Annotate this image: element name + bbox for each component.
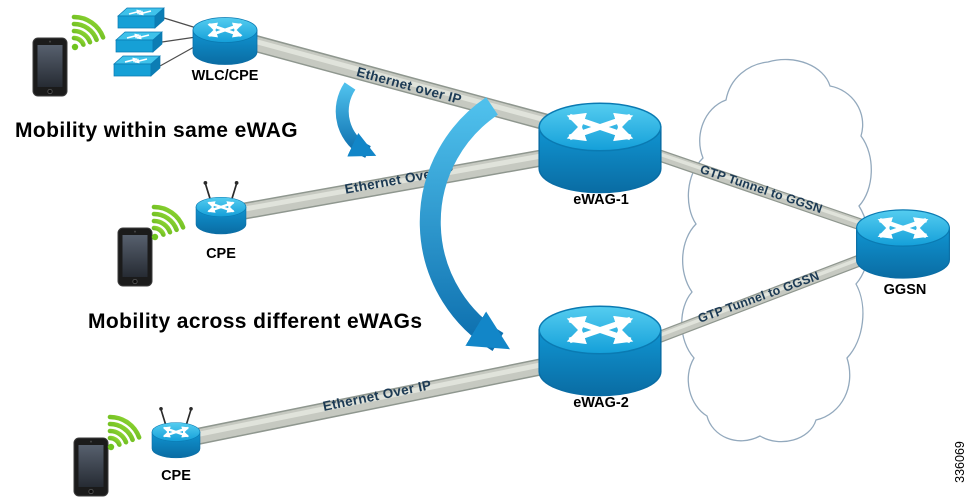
wifi-signal-icon <box>72 17 103 50</box>
link-gtp-tunnel-ewag1 <box>618 136 902 244</box>
wifi-signal-icon <box>108 417 139 450</box>
wlc-cpe-label: WLC/CPE <box>192 68 259 84</box>
link-ethernet-over-ip-bottom <box>188 351 577 447</box>
mobility-same-ewag-text: Mobility within same eWAG <box>15 119 298 142</box>
switch-icon <box>114 56 160 76</box>
tablet-icon <box>73 437 109 497</box>
link-ethernet-over-ip-top <box>247 33 578 139</box>
cpe-router-icon <box>152 423 200 458</box>
ggsn-router-icon <box>857 210 950 278</box>
wifi-signal-icon <box>152 207 183 240</box>
ewag2-gateway-icon <box>539 306 661 395</box>
mobility-across-ewags-arrow <box>419 97 510 351</box>
mobility-same-ewag-arrow <box>335 82 377 158</box>
tablet-icon <box>32 37 68 97</box>
switch-icon <box>116 32 162 52</box>
switch-icon <box>118 8 164 28</box>
ewag1-label: eWAG-1 <box>573 192 629 208</box>
link-ethernet-over-ip-mid <box>226 143 577 223</box>
ggsn-label: GGSN <box>884 282 927 298</box>
cpe-router-icon <box>196 197 246 234</box>
mobility-across-ewags-text: Mobility across different eWAGs <box>88 310 422 333</box>
ewag1-gateway-icon <box>539 103 661 192</box>
ewag2-label: eWAG-2 <box>573 395 629 411</box>
link-gtp-tunnel-ewag2 <box>617 239 903 358</box>
network-cloud <box>681 58 872 443</box>
tablet-icon <box>117 227 153 287</box>
cpe-bottom-label: CPE <box>161 468 191 484</box>
link-label-eoip-top: Ethernet over IP <box>355 64 463 107</box>
figure-id: 336069 <box>953 441 967 483</box>
wlc-cpe-router-icon <box>193 18 257 65</box>
cpe-mid-label: CPE <box>206 246 236 262</box>
